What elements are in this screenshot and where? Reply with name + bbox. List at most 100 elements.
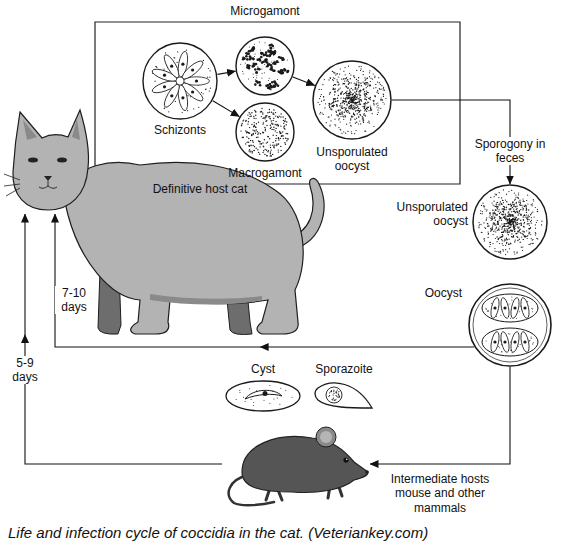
stipple-dot [338, 110, 339, 111]
stipple-dot [370, 78, 371, 79]
stipple-dot [174, 57, 175, 58]
stipple-dot [329, 392, 330, 393]
stipple-dot [334, 94, 335, 95]
stipple-dot [278, 62, 279, 63]
stipple-dot [343, 119, 344, 120]
stipple-dot [210, 70, 211, 71]
stipple-dot [490, 244, 491, 245]
stipple-dot [512, 207, 513, 208]
stipple-dot [510, 243, 511, 244]
stipple-dot [500, 218, 501, 219]
nucleus-cluster [265, 85, 268, 88]
stipple-dot [335, 98, 336, 99]
stipple-dot [284, 128, 285, 129]
stipple-dot [511, 224, 512, 225]
stipple-dot [515, 206, 516, 207]
stipple-dot [349, 82, 350, 83]
stipple-dot [345, 92, 346, 93]
stipple-dot [273, 112, 274, 113]
stipple-dot [329, 107, 330, 108]
oocyst-stage: Unsporulated oocyst [312, 60, 392, 140]
stipple-dot [502, 208, 503, 209]
stipple-dot [254, 125, 255, 126]
stipple-dot [523, 239, 524, 240]
stipple-dot [510, 341, 511, 342]
nucleus-cluster [273, 86, 276, 89]
stipple-dot [254, 146, 255, 147]
stipple-dot [368, 98, 369, 99]
stipple-dot [517, 197, 518, 198]
stipple-dot [265, 59, 266, 60]
stipple-dot [512, 214, 513, 215]
stipple-dot [508, 225, 509, 226]
stipple-dot [384, 103, 385, 104]
stipple-dot [351, 116, 352, 117]
stipple-dot [520, 205, 521, 206]
stage-label: Microgamont [200, 4, 330, 18]
stipple-dot [353, 99, 354, 100]
stipple-dot [532, 243, 533, 244]
stipple-dot [340, 97, 341, 98]
stipple-dot [535, 234, 536, 235]
stipple-dot [269, 109, 270, 110]
stipple-dot [333, 77, 334, 78]
zoite-body [509, 297, 520, 319]
mouse-eye-glint [346, 458, 348, 460]
stipple-dot [348, 93, 349, 94]
stipple-dot [330, 92, 331, 93]
stipple-dot [246, 132, 247, 133]
stipple-dot [165, 52, 166, 53]
stipple-dot [490, 215, 491, 216]
stipple-dot [186, 50, 187, 51]
stipple-dot [492, 210, 493, 211]
stipple-dot [273, 147, 274, 148]
stipple-dot [333, 390, 334, 391]
stipple-dot [513, 204, 514, 205]
stipple-dot [521, 214, 522, 215]
stipple-dot [527, 195, 528, 196]
stipple-dot [330, 78, 331, 79]
stipple-dot [524, 215, 525, 216]
stipple-dot [351, 98, 352, 99]
stipple-dot [277, 144, 278, 145]
nucleus-cluster [258, 81, 261, 84]
connector-group [218, 71, 236, 74]
stipple-dot [286, 121, 287, 122]
stipple-dot [524, 201, 525, 202]
stipple-dot [508, 222, 509, 223]
stipple-dot [207, 77, 208, 78]
stipple-dot [500, 218, 501, 219]
cycle-arrow [213, 101, 240, 117]
stipple-dot [177, 62, 178, 63]
stipple-dot [385, 98, 386, 99]
stipple-dot [270, 151, 271, 152]
stipple-dot [518, 198, 519, 199]
stipple-dot [505, 254, 506, 255]
nucleus-cluster [260, 52, 263, 55]
stage-label: Sporazoite [296, 362, 392, 376]
stipple-dot [375, 96, 376, 97]
stipple-dot [512, 214, 513, 215]
stipple-dot [364, 110, 365, 111]
stipple-dot [520, 232, 521, 233]
stipple-dot [502, 249, 503, 250]
stipple-dot [275, 115, 276, 116]
mid-arrowhead [260, 343, 269, 351]
stipple-dot [278, 143, 279, 144]
connector-group [293, 77, 315, 86]
stipple-dot [155, 81, 156, 82]
stipple-dot [492, 213, 493, 214]
nucleus-cluster [245, 55, 248, 58]
stipple-dot [492, 219, 493, 220]
stipple-dot [333, 80, 334, 81]
stipple-dot [363, 74, 364, 75]
microgamont-stage: Microgamont [235, 36, 295, 96]
stipple-dot [255, 118, 256, 119]
stipple-dot [510, 214, 511, 215]
stipple-dot [496, 236, 497, 237]
zoite-nucleus [493, 306, 496, 309]
mouse-ear-inner [320, 431, 332, 443]
nucleus-cluster [269, 46, 272, 49]
stipple-dot [261, 143, 262, 144]
stipple-dot [333, 395, 334, 396]
